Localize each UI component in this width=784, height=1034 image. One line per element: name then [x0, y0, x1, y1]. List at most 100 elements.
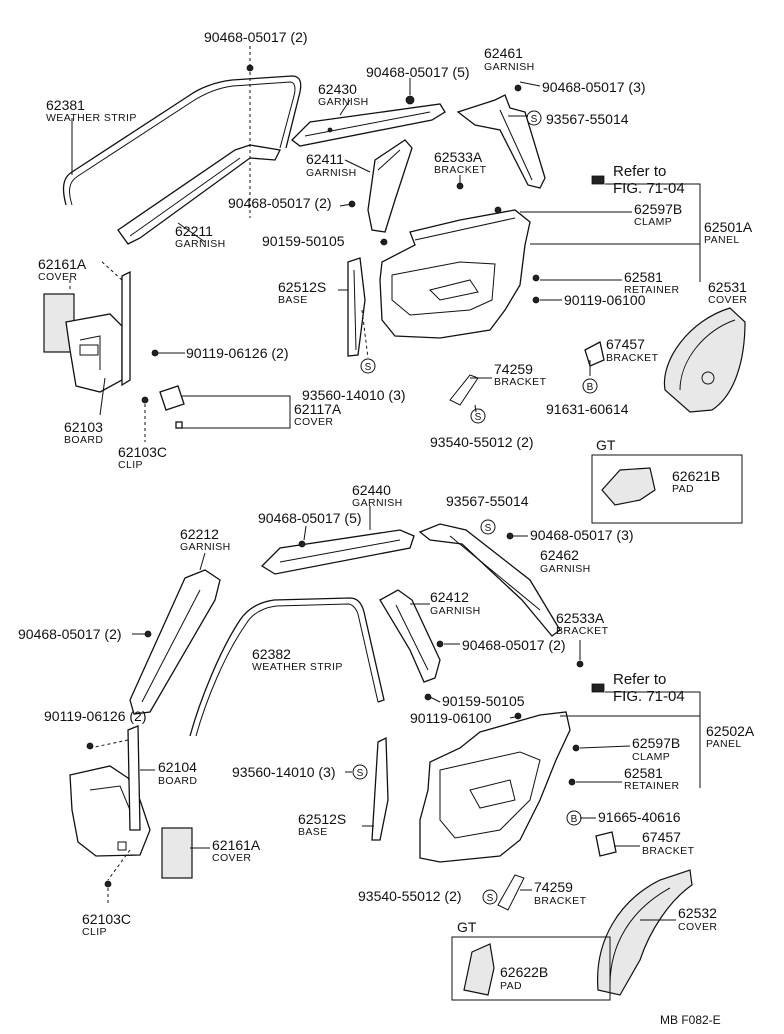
upper-fasteners — [141, 64, 605, 404]
name-62512S: BASE — [278, 294, 308, 306]
name-62581: RETAINER — [624, 284, 680, 296]
lower-labels: 62440 GARNISH 93567-55014 62212 GARNISH … — [18, 482, 755, 992]
label-90468-05017-2a-lower: 90468-05017 (2) — [18, 626, 122, 642]
label-62461: 62461 — [484, 45, 523, 61]
name-62512S-lower: BASE — [298, 826, 328, 838]
name-62161A: COVER — [38, 271, 77, 283]
name-62621B: PAD — [672, 483, 694, 495]
label-62533A: 62533A — [434, 149, 483, 165]
upper-labels: 90468-05017 (2) 62381 WEATHER STRIP 6243… — [38, 29, 753, 495]
name-62462: GARNISH — [540, 563, 591, 575]
label-93540-55012-lower: 93540-55012 (2) — [358, 888, 462, 904]
part-62430-garnish — [291, 103, 446, 147]
name-67457: BRACKET — [606, 352, 659, 364]
label-91665-40616: 91665-40616 — [598, 809, 681, 825]
name-62581-lower: RETAINER — [624, 780, 680, 792]
name-62597B-lower: CLAMP — [632, 751, 670, 763]
svg-text:S: S — [365, 362, 372, 373]
part-62381-weather-strip — [62, 75, 302, 206]
part-62512S-base — [347, 257, 366, 357]
name-62622B: PAD — [500, 980, 522, 992]
label-62621B: 62621B — [672, 468, 720, 484]
name-62161A-lower: COVER — [212, 852, 251, 864]
upper-s-marker-93567: S — [526, 110, 542, 126]
name-62531: COVER — [708, 294, 747, 306]
label-refer-to-lower: Refer to — [613, 671, 666, 688]
label-62411: 62411 — [306, 151, 344, 167]
label-62597B: 62597B — [634, 201, 682, 217]
label-62381: 62381 — [46, 97, 85, 113]
name-62212: GARNISH — [180, 541, 231, 553]
part-74259-bracket — [449, 374, 479, 406]
name-62381: WEATHER STRIP — [46, 112, 137, 124]
name-67457-lower: BRACKET — [642, 845, 695, 857]
label-90119-06126: 90119-06126 (2) — [186, 345, 288, 361]
svg-text:S: S — [531, 114, 538, 125]
name-74259: BRACKET — [494, 376, 547, 388]
svg-text:S: S — [485, 523, 492, 534]
name-62430: GARNISH — [318, 96, 369, 108]
label-62104: 62104 — [158, 759, 197, 775]
part-62502A-panel — [419, 711, 571, 863]
label-62502A: 62502A — [706, 723, 755, 739]
lower-s-marker-93567: S — [480, 519, 496, 535]
name-62103C-lower: CLIP — [82, 926, 107, 938]
label-67457: 67457 — [606, 336, 645, 352]
part-62461-garnish — [456, 94, 546, 189]
part-62621B-pad — [601, 467, 656, 506]
label-62462: 62462 — [540, 547, 579, 563]
part-62382-weather-strip — [189, 597, 385, 737]
label-90468-05017-5: 90468-05017 (5) — [366, 64, 470, 80]
name-62103: BOARD — [64, 434, 103, 446]
name-62440: GARNISH — [352, 497, 403, 509]
svg-text:GT: GT — [596, 437, 616, 453]
name-74259-lower: BRACKET — [534, 895, 587, 907]
label-90119-06100: 90119-06100 — [564, 292, 646, 308]
label-62412: 62412 — [430, 589, 469, 605]
name-62117A: COVER — [294, 416, 333, 428]
label-62531: 62531 — [708, 279, 747, 295]
gt-box-upper: GT — [591, 437, 743, 524]
lower-leader-lines — [89, 506, 701, 921]
label-fig-71-04-lower: FIG. 71-04 — [613, 688, 685, 705]
label-62211: 62211 — [175, 223, 213, 239]
svg-text:B: B — [571, 814, 578, 825]
label-90468-05017-3-lower: 90468-05017 (3) — [530, 527, 634, 543]
label-90468-05017-2b-lower: 90468-05017 (2) — [462, 637, 566, 653]
name-62382: WEATHER STRIP — [252, 661, 343, 673]
label-62512S: 62512S — [278, 279, 326, 295]
label-62512S-lower: 62512S — [298, 811, 346, 827]
label-74259: 74259 — [494, 361, 533, 377]
name-62211: GARNISH — [175, 238, 226, 250]
label-62597B-lower: 62597B — [632, 735, 680, 751]
label-93567-55014-lower: 93567-55014 — [446, 493, 529, 509]
label-67457-lower: 67457 — [642, 829, 681, 845]
svg-text:B: B — [587, 382, 594, 393]
part-62104-strip — [127, 725, 141, 831]
part-67457-bracket-lower — [595, 831, 617, 857]
label-90468-05017-3: 90468-05017 (3) — [542, 79, 646, 95]
lower-s-marker-93560: S — [352, 764, 368, 780]
part-62412-garnish — [379, 589, 441, 683]
label-62103C-lower: 62103C — [82, 911, 131, 927]
label-93567-55014: 93567-55014 — [546, 111, 629, 127]
label-fig-71-04: FIG. 71-04 — [613, 180, 685, 197]
label-62161A: 62161A — [38, 256, 87, 272]
part-62440-garnish — [260, 529, 415, 575]
part-62622B-pad — [463, 943, 495, 996]
upper-leader-lines — [69, 46, 701, 442]
lower-b-marker-91665: B — [566, 810, 582, 826]
label-62440: 62440 — [352, 482, 391, 498]
svg-text:S: S — [487, 893, 494, 904]
name-62533A: BRACKET — [434, 164, 487, 176]
label-62581: 62581 — [624, 269, 663, 285]
label-90468-05017-5-lower: 90468-05017 (5) — [258, 510, 362, 526]
footer-code: MB F082-E — [660, 1013, 721, 1027]
name-62502A: PANEL — [706, 738, 742, 750]
part-67457-bracket — [584, 341, 605, 367]
upper-s-marker-93560: S — [360, 358, 376, 374]
name-62103C: CLIP — [118, 459, 143, 471]
label-refer-to: Refer to — [613, 163, 666, 180]
part-62531-cover — [663, 307, 746, 413]
